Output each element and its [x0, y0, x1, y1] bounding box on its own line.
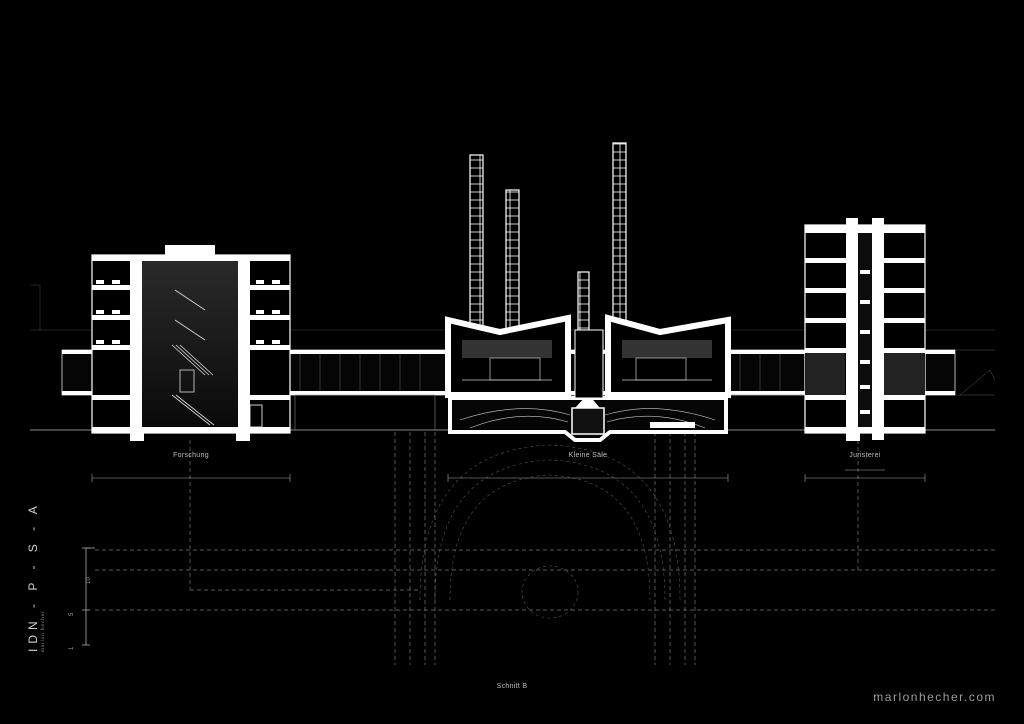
scale-mark-5: 5 — [69, 612, 75, 616]
dimension-lines — [91, 469, 926, 482]
drawing-caption: Schnitt B — [496, 683, 528, 690]
juristerei-building — [804, 218, 926, 441]
right-context-lines — [955, 349, 996, 396]
tower-4 — [612, 142, 627, 331]
label-juristerei: Juristerei — [849, 452, 881, 459]
kleine-saele-building — [445, 142, 731, 442]
label-forschung: Forschung — [173, 452, 209, 459]
sheet-title: IDN - P - S - A — [26, 501, 40, 652]
label-kleine-saele: Kleine Säle — [568, 452, 608, 459]
scale-mark-1: 1 — [69, 646, 75, 650]
sheet-subtitle: marlon hecher — [40, 610, 45, 652]
tower-1 — [469, 154, 484, 331]
tower-2 — [505, 189, 520, 331]
website-link[interactable]: marlonhecher.com — [873, 690, 996, 704]
underground-arches — [419, 444, 681, 619]
tower-3 — [577, 271, 590, 331]
underground-dashed-lines — [95, 432, 995, 665]
scale-bar — [82, 547, 95, 646]
scale-mark-10: 10 — [86, 577, 92, 584]
forschung-building — [91, 245, 291, 441]
